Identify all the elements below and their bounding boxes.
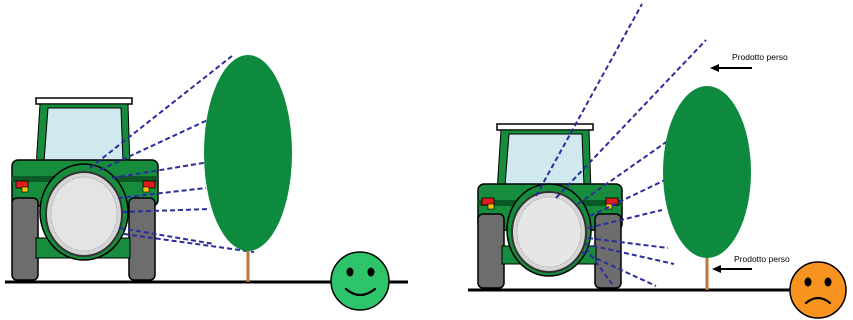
arrow-left-icon — [710, 64, 752, 72]
lost-product-label-bottom: Prodotto perso — [734, 254, 790, 264]
right-scene-spray-drift: Prodotto perso Prodotto perso — [468, 4, 846, 318]
sad-face-icon — [790, 262, 846, 318]
annotation-bottom: Prodotto perso — [712, 254, 790, 273]
lost-product-label-top: Prodotto perso — [732, 52, 788, 62]
tractor-sprayer — [478, 124, 622, 288]
tractor-sprayer — [12, 98, 158, 280]
happy-face-icon — [331, 252, 389, 310]
annotation-top: Prodotto perso — [710, 52, 788, 72]
left-scene-correct-spraying — [5, 55, 408, 310]
tree-left — [204, 55, 292, 282]
arrow-left-icon — [712, 265, 752, 273]
